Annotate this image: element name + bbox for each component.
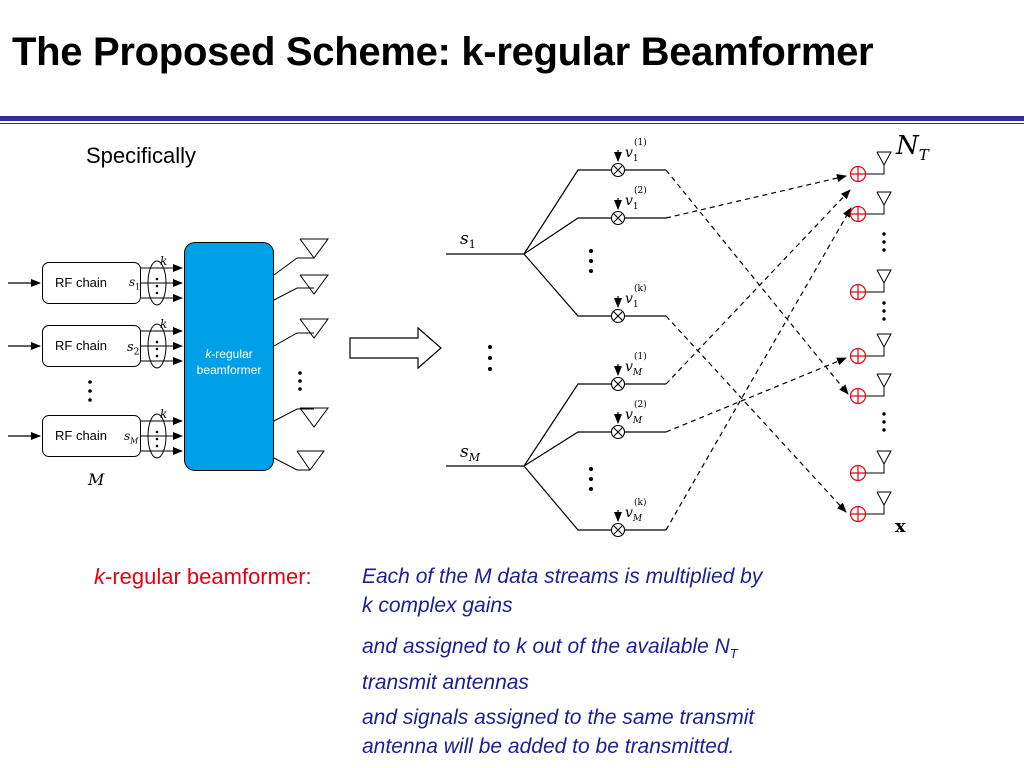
right-diagram (446, 150, 892, 538)
svg-text:v1: v1 (625, 193, 639, 212)
rf-chain-label: RF chain (55, 428, 108, 443)
count-label-m: M (87, 470, 105, 489)
right-antennas (866, 151, 892, 515)
k-label: k (160, 317, 167, 331)
definition-label: k-regular beamformer: (94, 564, 312, 589)
subtitle: Specifically (86, 143, 197, 168)
rf-chain-1: RF chain s1 (42, 262, 141, 304)
svg-text:vM: vM (625, 407, 643, 426)
description-line-3: and signals assigned to the same transmi… (362, 706, 755, 758)
k-label: k (160, 254, 167, 268)
input-label-s1: s1 (460, 229, 476, 251)
rf-chain-label: RF chain (55, 338, 108, 353)
output-label-x: x (895, 516, 906, 537)
rf-chain-m: RF chain sM (42, 415, 141, 457)
svg-text:vM: vM (625, 359, 643, 378)
svg-text:v1: v1 (625, 145, 639, 164)
svg-text:(2): (2) (634, 399, 647, 410)
svg-text:(1): (1) (634, 137, 647, 148)
dashed-connections (665, 169, 852, 531)
stream-label-s1: s1 (129, 275, 141, 292)
k-regular-beamformer-block: k-regular beamformer (184, 242, 274, 471)
multiplier-nodes (610, 162, 626, 538)
input-label-sm: sM (460, 442, 481, 464)
antenna-count-label: NT (895, 131, 930, 164)
svg-text:(k): (k) (634, 283, 646, 294)
title-underline-thin (0, 123, 1024, 124)
title-underline (0, 116, 1024, 121)
rf-chain-2: RF chain s2 (42, 325, 141, 367)
slide-title: The Proposed Scheme: k-regular Beamforme… (12, 30, 874, 74)
left-diagram (8, 238, 442, 471)
weight-labels: v1 (1) v1 (2) v1 (k) vM (1) vM (2) vM (k… (625, 137, 647, 524)
rf-chain-label: RF chain (55, 275, 108, 290)
k-label: k (160, 407, 167, 421)
description-line-2: and assigned to k out of the available N… (362, 635, 738, 695)
left-antennas (273, 238, 329, 471)
stream-label-sm: sM (124, 429, 139, 446)
transition-arrow (349, 326, 442, 370)
svg-text:(2): (2) (634, 185, 647, 196)
svg-text:v1: v1 (625, 291, 639, 310)
description-line-1: Each of the M data streams is multiplied… (362, 565, 763, 617)
stream-label-s2: s2 (127, 340, 140, 358)
ellipsis-dots (488, 232, 886, 491)
svg-text:vM: vM (625, 505, 643, 524)
svg-text:(k): (k) (634, 497, 646, 508)
svg-text:(1): (1) (634, 351, 647, 362)
adder-nodes (849, 165, 867, 523)
